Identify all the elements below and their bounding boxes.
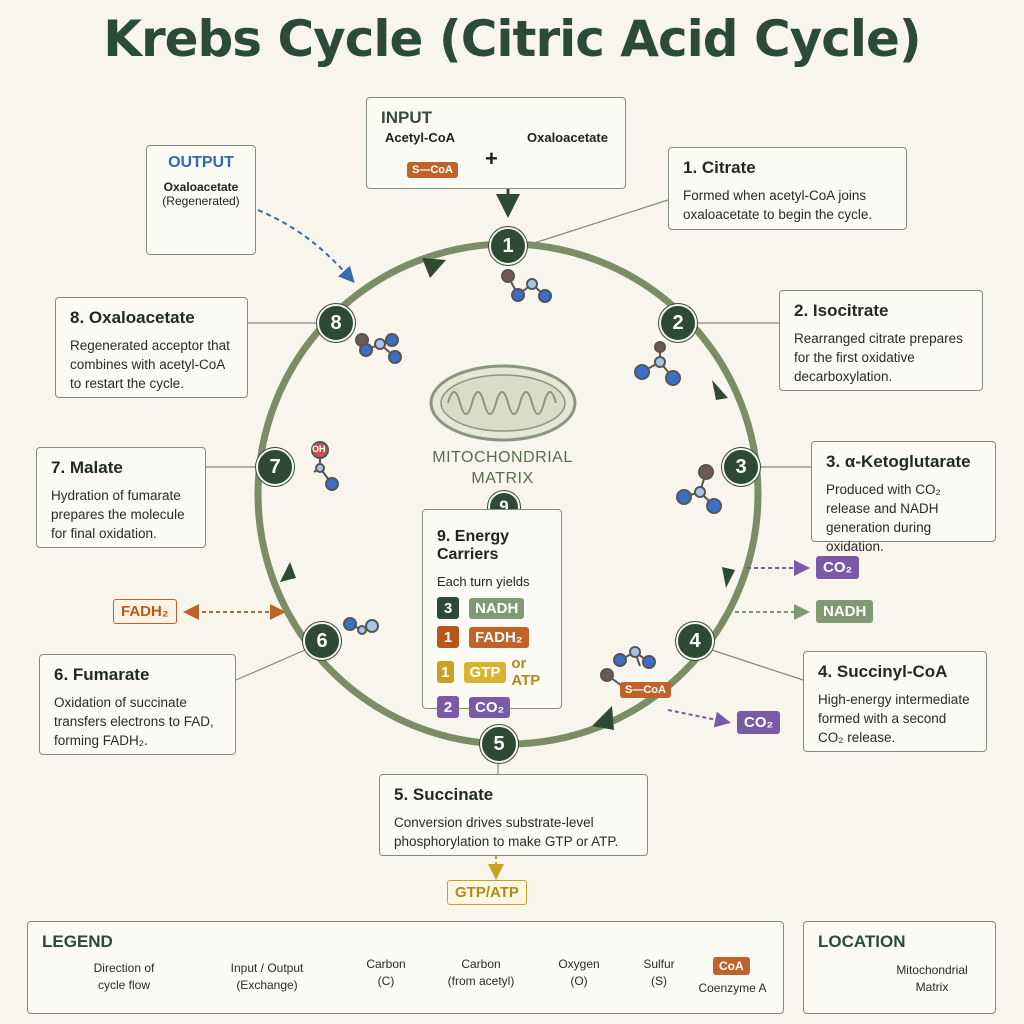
- step-title: 8. Oxaloacetate: [70, 308, 195, 327]
- step-desc: Regenerated acceptor that combines with …: [70, 338, 230, 391]
- step-desc: Hydration of fumarate prepares the molec…: [51, 488, 185, 541]
- location-box: LOCATION: [803, 921, 996, 1014]
- legend-io-label: Input / Output (Exchange): [230, 961, 304, 992]
- step-box-2: 2. Isocitrate Rearranged citrate prepare…: [779, 290, 983, 391]
- input-box: INPUT Acetyl-CoA + Oxaloacetate S—CoA: [366, 97, 626, 189]
- output-box: OUTPUT Oxaloacetate (Regenerated): [146, 145, 256, 255]
- cycle-node-3: 3: [722, 448, 760, 486]
- cycle-node-1: 1: [489, 227, 527, 265]
- step-title: 4. Succinyl-CoA: [818, 662, 948, 681]
- energy-row-nadh: 3 NADH: [437, 597, 547, 619]
- step-box-3: 3. α-Ketoglutarate Produced with CO₂ rel…: [811, 441, 996, 554]
- location-heading: LOCATION: [818, 932, 906, 951]
- step-desc: Rearranged citrate prepares for the firs…: [794, 331, 963, 384]
- energy-row-fadh2: 1 FADH₂: [437, 626, 547, 648]
- step-title: 2. Isocitrate: [794, 301, 889, 320]
- legend-carbon-acetyl-label: Carbon (from acetyl): [447, 957, 515, 988]
- location-label: Mitochondrial Matrix: [896, 963, 968, 994]
- energy-count: 1: [437, 626, 459, 648]
- gtp-atp-tag-5: GTP/ATP: [447, 880, 527, 905]
- cycle-node-2: 2: [659, 304, 697, 342]
- output-name: Oxaloacetate: [163, 180, 239, 194]
- step-box-6: 6. Fumarate Oxidation of succinate trans…: [39, 654, 236, 755]
- molecule-malate: [311, 441, 339, 491]
- legend-carbon-label: Carbon (C): [366, 957, 406, 988]
- energy-pill: FADH₂: [469, 626, 529, 648]
- molecule-citrate: [501, 269, 552, 303]
- energy-carriers-box: 9. Energy Carriers Each turn yields 3 NA…: [422, 509, 562, 718]
- energy-count: 2: [437, 696, 459, 718]
- flow-arrowhead: [280, 562, 296, 582]
- energy-pill: NADH: [469, 597, 525, 619]
- step-desc: Produced with CO₂ release and NADH gener…: [826, 482, 941, 554]
- molecule-ketoglutarate: [676, 464, 722, 514]
- step-title: 7. Malate: [51, 458, 123, 477]
- step-box-1: 1. Citrate Formed when acetyl-CoA joins …: [668, 147, 907, 230]
- page-title: Krebs Cycle (Citric Acid Cycle): [103, 10, 922, 68]
- energy-pill: GTP: [463, 661, 507, 683]
- flow-arrowhead: [592, 706, 614, 730]
- energy-count: 1: [437, 661, 454, 683]
- energy-count: 3: [437, 597, 459, 619]
- energy-suffix: or ATP: [511, 655, 541, 689]
- co2-tag-4: CO₂: [737, 711, 781, 734]
- input-oxalo-label: Oxaloacetate: [527, 130, 608, 145]
- mitochondrion-icon: [429, 364, 577, 442]
- legend-sulfur-label: Sulfur (S): [643, 957, 675, 988]
- step-title: 3. α-Ketoglutarate: [826, 452, 971, 471]
- cycle-node-6: 6: [303, 622, 341, 660]
- flow-arrowhead: [722, 567, 735, 588]
- output-note: (Regenerated): [162, 194, 240, 208]
- flow-arrowhead: [712, 380, 728, 400]
- input-sco-a-badge: S—CoA: [407, 162, 458, 178]
- co2-tag-3: CO₂: [816, 556, 860, 579]
- cycle-node-8: 8: [317, 304, 355, 342]
- step-desc: Conversion drives substrate-level phosph…: [394, 815, 619, 849]
- molecule-succinyl-coa: [600, 646, 656, 689]
- step-box-4: 4. Succinyl-CoA High-energy intermediate…: [803, 651, 987, 752]
- legend-coa-badge: CoA: [713, 957, 750, 975]
- energy-title: 9. Energy Carriers: [437, 528, 510, 563]
- matrix-label-line1: MITOCHONDRIAL: [432, 449, 573, 466]
- legend-flow-label: Direction of cycle flow: [93, 961, 155, 992]
- energy-subtitle: Each turn yields: [437, 574, 530, 589]
- sco-a-badge-4: S—CoA: [620, 682, 671, 698]
- legend-coa-label: Coenzyme A: [698, 981, 767, 995]
- molecule-fumarate: [343, 617, 379, 635]
- molecule-oxaloacetate-8: [355, 333, 402, 364]
- input-heading: INPUT: [381, 108, 432, 127]
- matrix-label: MITOCHONDRIAL MATRIX: [420, 447, 585, 489]
- step-desc: High-energy intermediate formed with a s…: [818, 692, 970, 745]
- step-desc: Formed when acetyl-CoA joins oxaloacetat…: [683, 188, 873, 222]
- input-plus: +: [485, 146, 498, 171]
- fadh2-tag-6: FADH₂: [113, 599, 177, 624]
- step-title: 5. Succinate: [394, 785, 494, 804]
- energy-row-co2: 2 CO₂: [437, 696, 547, 718]
- legend-oxygen-label: Oxygen (O): [558, 957, 600, 988]
- molecule-isocitrate: [634, 341, 681, 386]
- step-box-7: 7. Malate Hydration of fumarate prepares…: [36, 447, 206, 548]
- nadh-tag-3: NADH: [816, 600, 874, 623]
- cycle-node-4: 4: [676, 622, 714, 660]
- matrix-label-line2: MATRIX: [471, 470, 534, 487]
- step-title: 1. Citrate: [683, 158, 756, 177]
- step-desc: Oxidation of succinate transfers electro…: [54, 695, 214, 748]
- legend-box: LEGEND: [27, 921, 784, 1014]
- energy-pill: CO₂: [469, 696, 511, 718]
- output-heading: OUTPUT: [168, 154, 234, 171]
- energy-row-gtp: 1 GTP or ATP: [437, 655, 547, 689]
- flow-arrowhead: [422, 258, 446, 278]
- cycle-node-5: 5: [480, 725, 518, 763]
- step-title: 6. Fumarate: [54, 665, 150, 684]
- cycle-node-7: 7: [256, 448, 294, 486]
- step-box-5: 5. Succinate Conversion drives substrate…: [379, 774, 648, 856]
- legend-heading: LEGEND: [42, 932, 113, 951]
- step-box-8: 8. Oxaloacetate Regenerated acceptor tha…: [55, 297, 248, 398]
- input-acetyl-label: Acetyl-CoA: [385, 130, 456, 145]
- oh-label-7: OH: [312, 444, 326, 454]
